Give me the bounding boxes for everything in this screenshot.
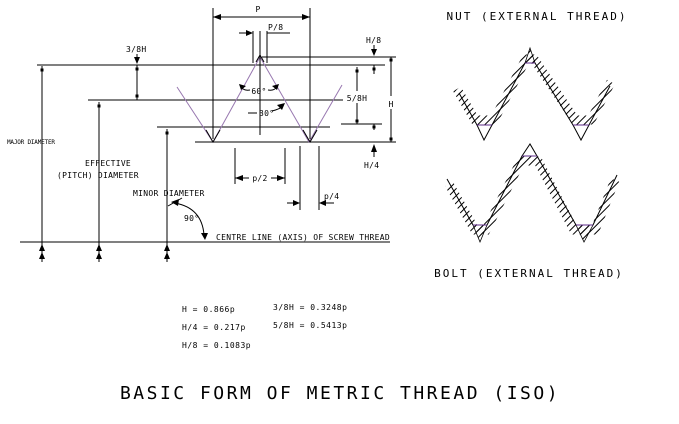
h-label: H	[388, 100, 393, 109]
nut-clearance-tips	[476, 124, 590, 142]
pitch-label: P	[255, 5, 260, 14]
nut-label: NUT (EXTERNAL THREAD)	[446, 10, 627, 23]
dim-h-quarter: H/4	[364, 124, 379, 170]
three-eighth-h-label: 3/8H	[126, 45, 146, 54]
formula-three-eighth-h: 3/8H = 0.3248p	[273, 303, 347, 312]
angle-90-callout: 90°	[171, 199, 208, 240]
five-eighth-h-label: 5/8H	[347, 94, 367, 103]
extension-lines	[212, 8, 311, 139]
angle-callouts: 60° 30°	[239, 84, 285, 118]
formula-five-eighth-h: 5/8H = 0.5413p	[273, 321, 347, 330]
h-quarter-label: H/4	[364, 161, 379, 170]
dim-five-eighth-h: 5/8H	[343, 67, 372, 124]
dim-h-eighth: H/8	[366, 36, 381, 74]
bolt-label: BOLT (EXTERNAL THREAD)	[434, 267, 624, 280]
formula-h: H = 0.866p	[182, 305, 235, 314]
formula-h-quarter: H/4 = 0.217p	[182, 323, 246, 332]
formula-h-eighth: H/8 = 0.1083p	[182, 341, 251, 350]
effective-label: EFFECTIVE	[85, 159, 131, 168]
centre-line-label: CENTRE LINE (AXIS) OF SCREW THREAD	[216, 233, 390, 242]
quarter-pitch-label: p/4	[324, 192, 339, 201]
construction-lines	[37, 56, 396, 143]
angle-60-label: 60°	[251, 87, 266, 96]
bolt-crest-tip	[521, 143, 538, 157]
h-eighth-label: H/8	[366, 36, 381, 45]
dim-pitch-eighth: P/8	[239, 23, 290, 36]
dim-h: H	[385, 57, 398, 142]
formulas: H = 0.866p H/4 = 0.217p H/8 = 0.1083p 3/…	[182, 303, 347, 350]
nut-truncation-flats	[477, 62, 589, 126]
bolt-profile: BOLT (EXTERNAL THREAD)	[434, 143, 624, 280]
dim-three-eighth-h: 3/8H	[126, 45, 146, 100]
page-title: BASIC FORM OF METRIC THREAD (ISO)	[120, 383, 560, 404]
h-dimensions: H/8 5/8H H H/4	[343, 36, 398, 170]
dim-quarter-pitch: p/4	[287, 146, 339, 210]
angle-90-label: 90°	[184, 214, 199, 223]
dim-pitch-diameter	[96, 102, 102, 262]
dim-minor-diameter	[164, 129, 170, 262]
major-diameter-label: MAJOR DIAMETER	[7, 139, 55, 146]
dim-major-diameter	[39, 66, 45, 262]
bolt-truncation-flats	[473, 155, 593, 226]
pitch-eighth-label: P/8	[268, 23, 283, 32]
half-pitch-label: p/2	[252, 174, 267, 183]
diameter-dimensions: MAJOR DIAMETER EFFECTIVE (PITCH) DIAMETE…	[7, 66, 205, 262]
minor-diameter-label: MINOR DIAMETER	[133, 189, 205, 198]
centre-line-group: CENTRE LINE (AXIS) OF SCREW THREAD	[20, 233, 390, 243]
angle-30-label: 30°	[259, 109, 274, 118]
nut-profile: NUT (EXTERNAL THREAD)	[446, 10, 627, 142]
dim-pitch: P	[213, 5, 310, 20]
pitch-diameter-label: (PITCH) DIAMETER	[57, 171, 139, 180]
dim-half-pitch: p/2	[234, 148, 286, 184]
